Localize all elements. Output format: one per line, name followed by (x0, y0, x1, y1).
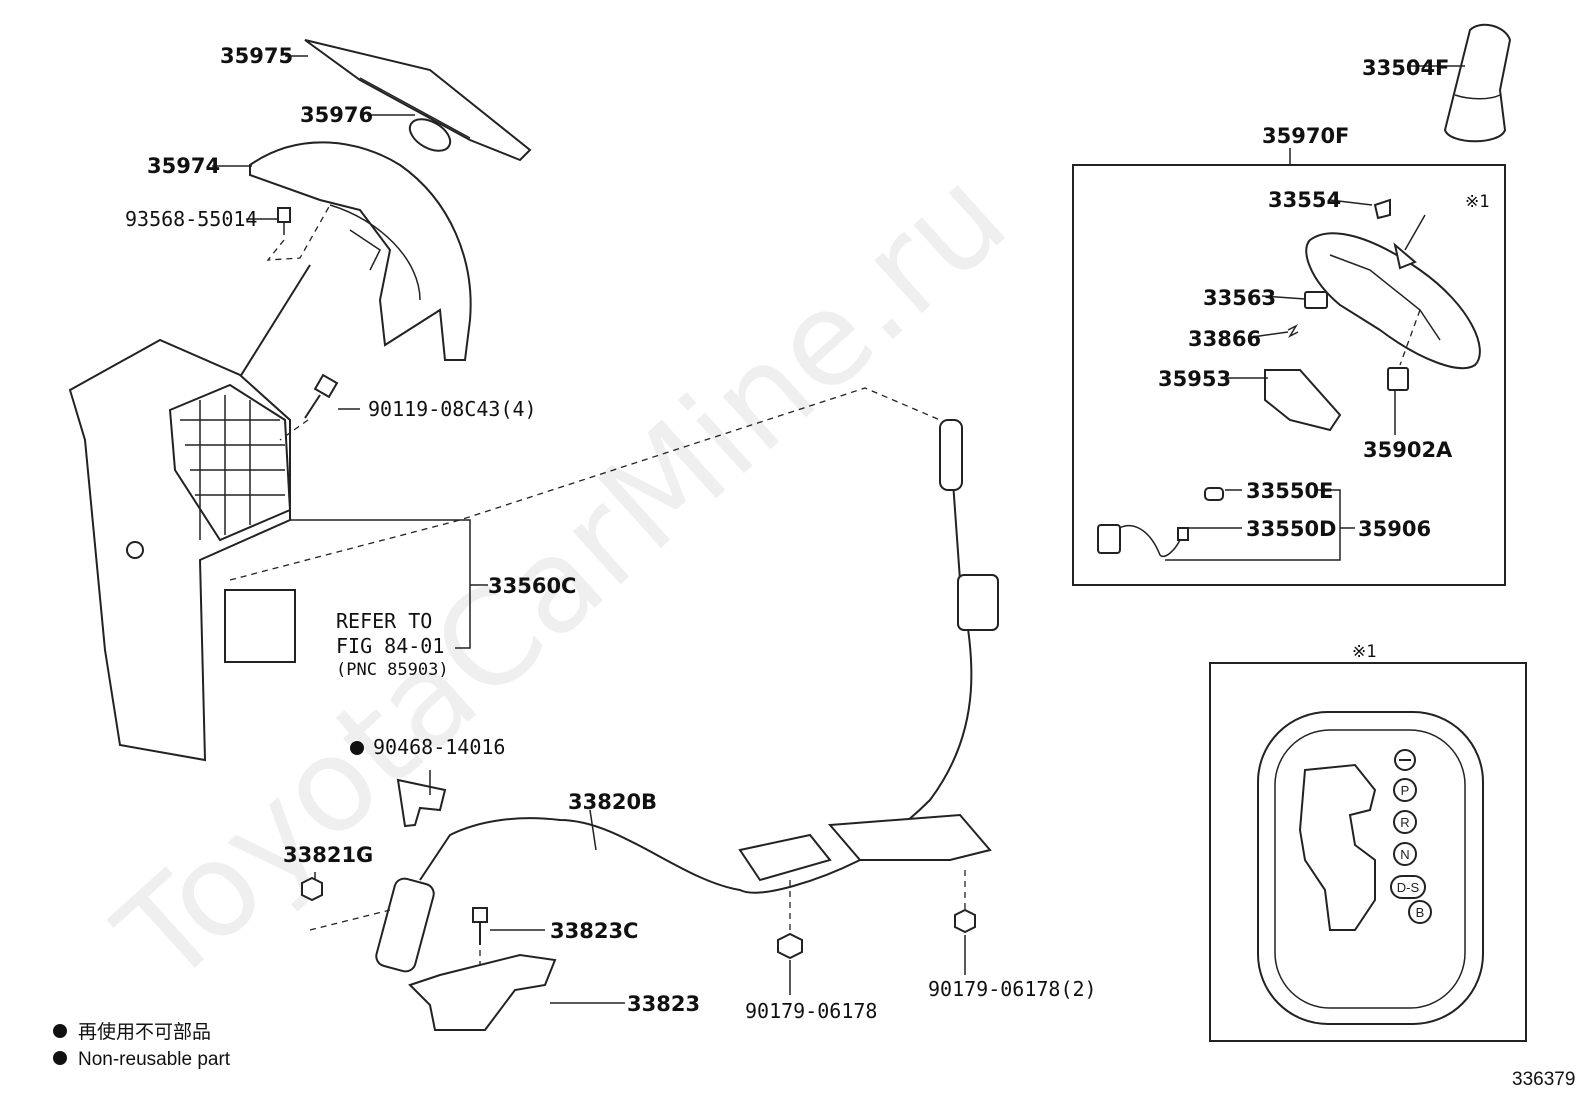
cable-bracket-33823 (408, 953, 557, 1031)
label-35976: 35976 (300, 103, 373, 127)
gear-n-label: N (1400, 847, 1409, 862)
label-35953: 35953 (1158, 367, 1231, 391)
gear-ds (1390, 875, 1426, 899)
bolt-90119 (304, 373, 339, 419)
label-35906: 35906 (1358, 517, 1431, 541)
shift-position-plate (1305, 214, 1481, 370)
bulb-33550e (1204, 487, 1224, 501)
detail-box (1209, 662, 1527, 1042)
label-33504f: 33504F (1362, 56, 1449, 80)
wire-harness-33550d (1097, 524, 1189, 557)
nut-90179-right (954, 908, 976, 934)
note-mark-1: ※1 (1465, 192, 1489, 212)
legend-dot-jp (53, 1024, 67, 1038)
label-90179-06178: 90179-06178 (745, 999, 877, 1023)
label-35902a: 35902A (1363, 438, 1453, 462)
label-33550e: 33550E (1246, 479, 1333, 503)
label-90468-14016: 90468-14016 (373, 735, 505, 759)
button-holder-35953 (1264, 369, 1342, 432)
label-90179-06178-2: 90179-06178(2) (928, 977, 1097, 1001)
shift-lever-assembly (68, 264, 311, 762)
figure-number: 336379 (1512, 1069, 1575, 1090)
gear-p (1393, 778, 1417, 802)
label-33866: 33866 (1188, 327, 1261, 351)
leader-lines (212, 55, 1465, 1004)
bolt-33823c (472, 907, 488, 945)
non-reusable-mark-90468 (350, 741, 364, 755)
gear-r-label: R (1400, 815, 1409, 830)
gear-ds-label: D-S (1397, 880, 1420, 895)
label-33554: 33554 (1268, 188, 1341, 212)
nut-33821g (301, 876, 323, 902)
transmission-control-cable-33820b (375, 419, 999, 973)
gear-n (1393, 842, 1417, 866)
refer-pnc-text: (PNC 85903) (336, 660, 449, 680)
refer-fig-text: FIG 84-01 (336, 634, 444, 658)
console-trim-plate-35975 (304, 39, 532, 162)
label-33563: 33563 (1203, 286, 1276, 310)
lock-clip-90468 (396, 778, 447, 828)
screw-93568 (277, 207, 291, 235)
nut-90179-left (777, 932, 803, 960)
button-33563 (1304, 291, 1328, 309)
indicator-clip-35976 (408, 118, 452, 152)
label-90119-08c43: 90119-08C43(4) (368, 397, 537, 421)
shift-gate-illustration (1257, 711, 1484, 1025)
spring-33866 (1287, 324, 1299, 338)
gear-b (1408, 900, 1432, 924)
detail-title: ※1 (1352, 642, 1376, 662)
label-35974: 35974 (147, 154, 220, 178)
switch-35902a (1387, 367, 1409, 391)
clip-33554 (1373, 198, 1391, 220)
label-33560c: 33560C (488, 574, 576, 598)
legend-en: Non-reusable part (78, 1049, 231, 1070)
gear-positions: P R N D-S B (1390, 749, 1432, 924)
shift-knob-33504f (1443, 23, 1512, 143)
gear-r (1393, 810, 1417, 834)
label-33823c: 33823C (550, 919, 638, 943)
legend-jp: 再使用不可部品 (78, 1021, 211, 1043)
label-33823: 33823 (627, 992, 700, 1016)
label-93568-55014: 93568-55014 (125, 207, 257, 231)
label-35975: 35975 (220, 44, 293, 68)
shift-housing-cover-35974 (249, 141, 472, 361)
label-33820b: 33820B (568, 790, 657, 814)
gear-b-label: B (1416, 905, 1425, 920)
label-33821g: 33821G (283, 843, 373, 867)
label-35970f: 35970F (1262, 124, 1349, 148)
refer-to-text: REFER TO (336, 609, 432, 633)
legend-dot-en (53, 1051, 67, 1065)
assembly-box-35970f (1072, 164, 1506, 586)
label-33550d: 33550D (1246, 517, 1337, 541)
gear-p-label: P (1401, 783, 1410, 798)
